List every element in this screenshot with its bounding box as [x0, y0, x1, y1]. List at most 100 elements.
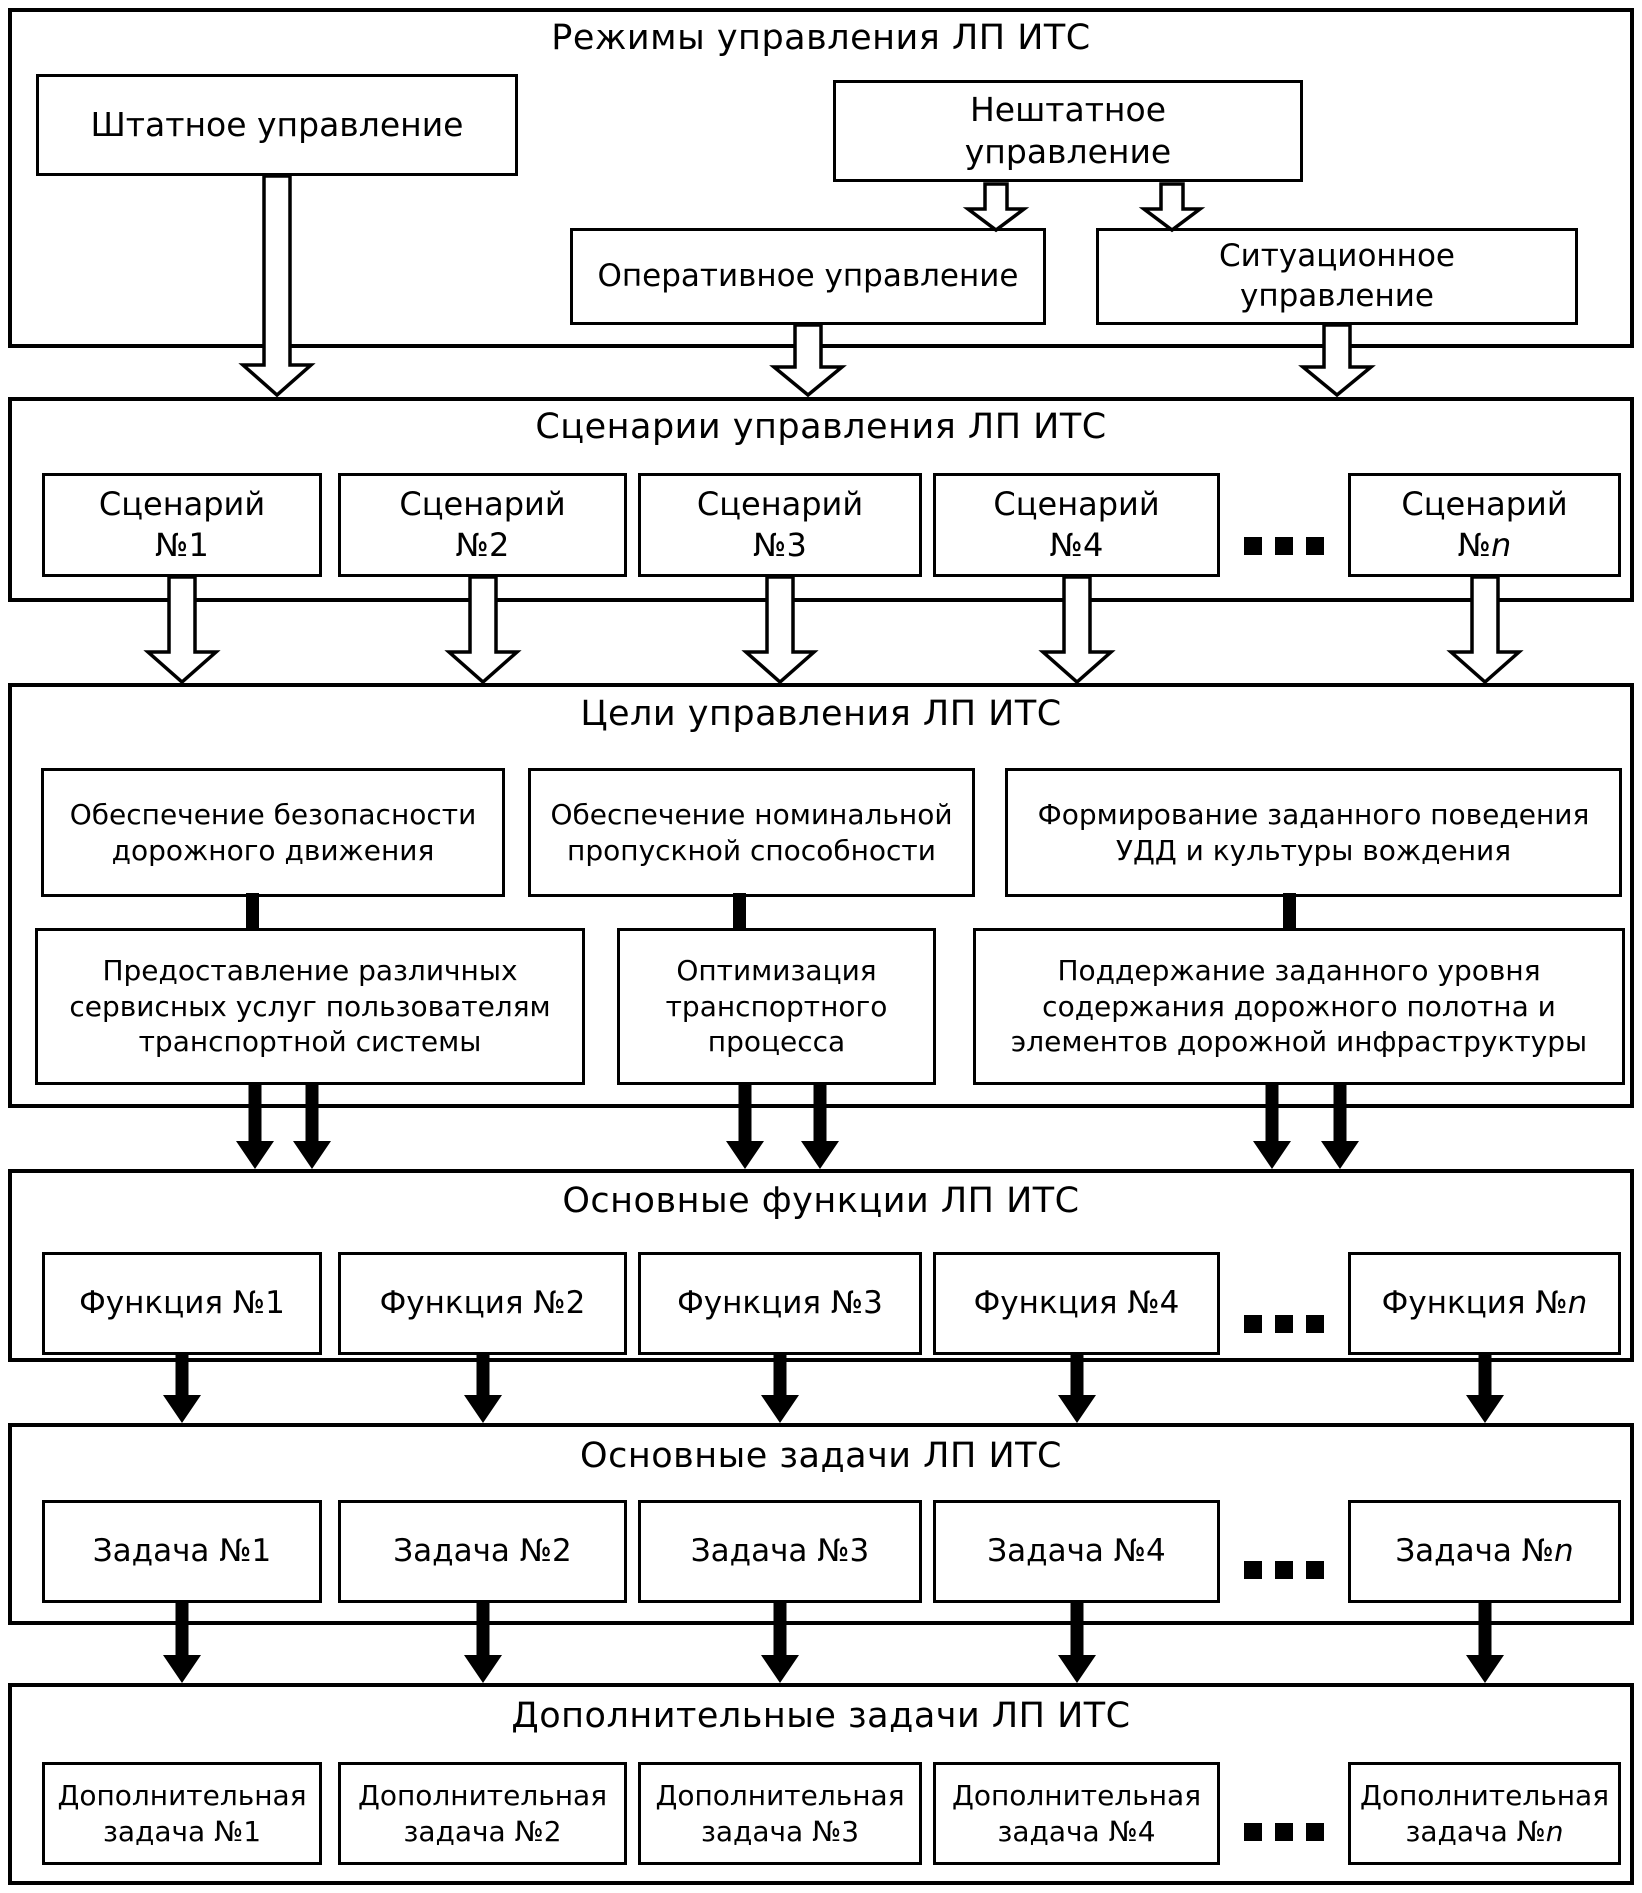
box-task-4: Задача №4	[933, 1500, 1220, 1603]
connector-goal-right	[1283, 893, 1296, 932]
box-goal-nominal-capacity: Обеспечение номинальной пропускной спосо…	[528, 768, 975, 897]
arrow-regular-to-scenarios	[238, 174, 316, 398]
extra-task-n-var: n	[1545, 1814, 1564, 1848]
box-function-1-label: Функция №1	[79, 1284, 285, 1324]
box-operational-control-label: Оперативное управление	[597, 257, 1019, 294]
extra-task-2-line2: задача №2	[403, 1814, 562, 1848]
scenario-1-line2: №1	[155, 526, 209, 564]
box-situational-control-label: Ситуационное управление	[1219, 237, 1455, 314]
arrow-scenario-2-to-goals	[444, 575, 522, 685]
section-title-scenarios: Сценарии управления ЛП ИТС	[535, 407, 1107, 447]
arrow-scenario-3-to-goals	[741, 575, 819, 685]
task-4-text: Задача №4	[987, 1532, 1166, 1569]
arrow-task-2-to-extra	[463, 1603, 503, 1683]
box-task-4-label: Задача №4	[987, 1532, 1165, 1572]
arrow-function-1-to-task	[162, 1355, 202, 1423]
section-title-tasks: Основные задачи ЛП ИТС	[580, 1436, 1062, 1476]
box-situational-control: Ситуационное управление	[1096, 228, 1578, 325]
scenario-n-var: n	[1491, 526, 1512, 564]
ellipsis-icon	[1238, 1314, 1330, 1334]
ellipsis-icon	[1238, 1560, 1330, 1580]
ellipsis-icon	[1238, 536, 1330, 556]
arrow-goal-middle-a	[725, 1085, 765, 1169]
arrow-goal-left-a	[235, 1085, 275, 1169]
arrow-goal-left-b	[292, 1085, 332, 1169]
arrow-function-n-to-task	[1465, 1355, 1505, 1423]
section-scenarios	[8, 397, 1634, 602]
box-task-n: Задача №n	[1348, 1500, 1621, 1603]
connector-goal-left	[246, 893, 259, 932]
box-task-n-label: Задача №n	[1395, 1532, 1573, 1572]
box-goal-road-safety-label: Обеспечение безопасности дорожного движе…	[69, 797, 477, 867]
box-function-4-label: Функция №4	[974, 1284, 1180, 1324]
box-function-3-label: Функция №3	[677, 1284, 883, 1324]
section-title-functions: Основные функции ЛП ИТС	[562, 1181, 1080, 1221]
arrow-emergency-to-operational	[962, 182, 1030, 233]
box-goal-driver-behavior: Формирование заданного поведения УДД и к…	[1005, 768, 1622, 897]
task-3-text: Задача №3	[690, 1532, 870, 1569]
scenario-4-line2: №4	[1049, 526, 1104, 564]
arrow-situational-to-scenarios	[1298, 323, 1376, 398]
box-goal-road-maintenance: Поддержание заданного уровня содержания …	[973, 928, 1625, 1085]
box-task-3: Задача №3	[638, 1500, 922, 1603]
extra-task-4-line2: задача №4	[997, 1814, 1156, 1848]
function-4-text: Функция №4	[973, 1284, 1180, 1321]
box-function-2: Функция №2	[338, 1252, 627, 1355]
extra-task-3-line2: задача №3	[700, 1814, 860, 1848]
box-function-n: Функция №n	[1348, 1252, 1621, 1355]
task-2-text: Задача №2	[393, 1532, 572, 1569]
scenario-2-line1: Сценарий	[399, 485, 566, 524]
extra-task-1-line1: Дополнительная	[57, 1778, 307, 1812]
extra-task-4-line1: Дополнительная	[951, 1778, 1202, 1812]
arrow-task-3-to-extra	[760, 1603, 800, 1683]
arrow-function-4-to-task	[1057, 1355, 1097, 1423]
arrow-emergency-to-situational	[1138, 182, 1206, 233]
box-operational-control: Оперативное управление	[570, 228, 1046, 325]
section-title-goals: Цели управления ЛП ИТС	[580, 694, 1062, 734]
function-n-text: Функция №	[1381, 1284, 1568, 1321]
scenario-3-line1: Сценарий	[696, 485, 864, 524]
arrow-function-3-to-task	[760, 1355, 800, 1423]
arrow-task-4-to-extra	[1057, 1603, 1097, 1683]
box-emergency-control-label: Нештатное управление	[964, 89, 1172, 171]
extra-task-n-line1: Дополнительная	[1359, 1778, 1610, 1812]
task-1-text: Задача №1	[92, 1532, 272, 1569]
arrow-scenario-n-to-goals	[1446, 575, 1524, 685]
function-2-text: Функция №2	[379, 1284, 586, 1321]
scenario-4-line1: Сценарий	[993, 485, 1160, 524]
section-tasks	[8, 1423, 1634, 1625]
extra-task-3-line1: Дополнительная	[655, 1778, 905, 1812]
box-task-1: Задача №1	[42, 1500, 322, 1603]
extra-task-2-line1: Дополнительная	[357, 1778, 608, 1812]
scenario-3-line2: №3	[753, 526, 807, 564]
scenario-1-line1: Сценарий	[98, 485, 266, 524]
task-n-var: n	[1554, 1532, 1574, 1569]
arrow-task-n-to-extra	[1465, 1603, 1505, 1683]
box-goal-transport-optimization: Оптимизация транспортного процесса	[617, 928, 936, 1085]
box-goal-nominal-capacity-label: Обеспечение номинальной пропускной спосо…	[550, 797, 953, 867]
arrow-goal-right-b	[1320, 1085, 1360, 1169]
scenario-n-line1: Сценарий	[1401, 485, 1568, 524]
ellipsis-icon	[1238, 1822, 1330, 1842]
extra-task-n-line2: задача №	[1405, 1814, 1546, 1848]
function-3-text: Функция №3	[677, 1284, 883, 1321]
box-regular-control-label: Штатное управление	[90, 104, 464, 144]
box-emergency-control: Нештатное управление	[833, 80, 1303, 182]
box-function-n-label: Функция №n	[1382, 1284, 1588, 1324]
task-n-text: Задача №	[1395, 1532, 1555, 1569]
box-goal-driver-behavior-label: Формирование заданного поведения УДД и к…	[1037, 797, 1590, 867]
